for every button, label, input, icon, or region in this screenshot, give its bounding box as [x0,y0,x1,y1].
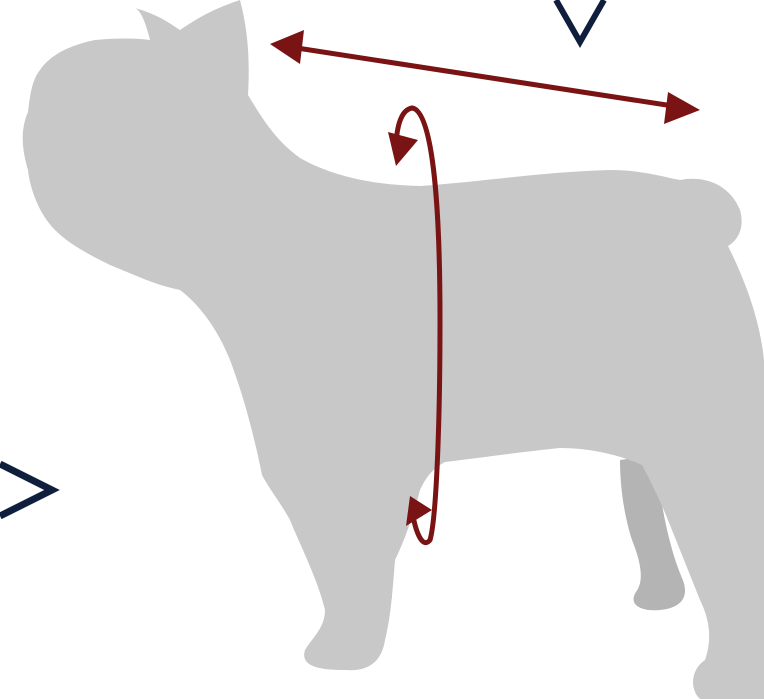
chevron-right-icon [0,460,60,520]
chest-girth-arrow [388,105,443,545]
chest-girth-arrowhead-top [388,132,418,166]
dog-body [22,0,764,699]
far-back-leg [620,455,686,611]
chest-girth-arrowhead-bottom [406,496,432,526]
dog-silhouette [22,0,764,699]
back-length-arrowhead-right [664,92,700,124]
chevron-down-icon [553,0,607,49]
back-length-arrowhead-left [270,30,304,64]
back-length-arrow [270,30,700,124]
